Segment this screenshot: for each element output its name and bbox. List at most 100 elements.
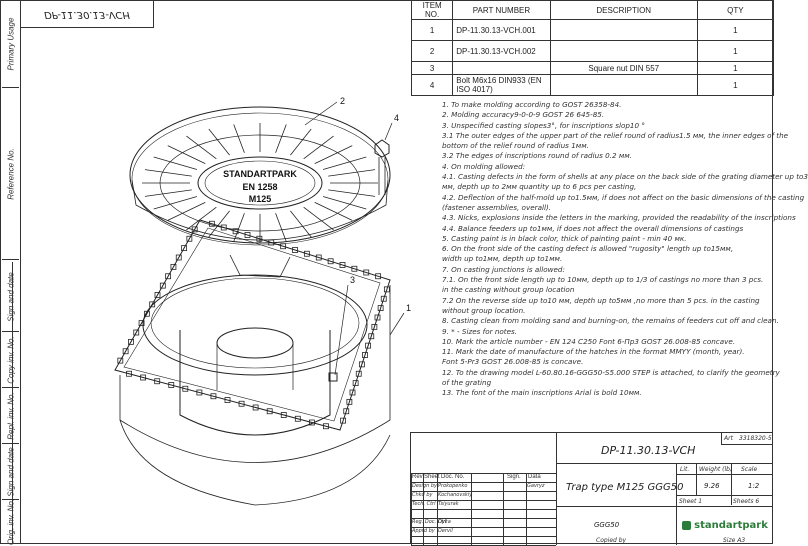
note-line: 3.2 The edges of inscriptions round of r…: [442, 151, 633, 161]
frame-lug: [208, 220, 215, 227]
grate-slot: [328, 169, 376, 177]
frame-lug: [315, 254, 322, 261]
grate-slot: [275, 213, 287, 242]
callout-4: 4: [394, 113, 399, 123]
bom-part: DP-11.30.13-VCH.002: [452, 40, 551, 62]
grate-slot: [186, 206, 217, 231]
frame-lug: [244, 232, 251, 238]
bom-part: DP-11.30.13-VCH.001: [452, 19, 551, 41]
rev-dates-cell: Gavryz: [527, 483, 545, 489]
bom-qty: 1: [696, 40, 775, 62]
frame-lug: [224, 397, 231, 403]
side-label: Sign and date: [6, 446, 15, 497]
rev-roles-cell: Chkd by: [412, 492, 433, 498]
note-line: 7.2 On the reverse side up to10 мм, dept…: [442, 295, 760, 305]
note-line: 4.2. Deflection of the half-mold up to1.…: [442, 192, 805, 202]
frame-lug: [140, 374, 147, 381]
top-left-code: DP-11.30.13-VCH: [44, 8, 130, 20]
frame-lug: [294, 415, 301, 422]
frame-lug: [363, 269, 370, 276]
note-line: 6. On the front side of the casting defe…: [442, 244, 734, 254]
bom-item: 2: [410, 40, 454, 62]
rev-roles-cell: Tech. Ctrl: [412, 501, 436, 507]
note-line: 12. To the drawing model L-60.80.16-GGG5…: [442, 367, 780, 377]
bom-qty: 1: [696, 74, 775, 96]
frame-lug: [346, 398, 353, 405]
bom-qty: 1: [696, 19, 775, 41]
weight-value: 9.26: [704, 482, 720, 490]
rev-header: Rev: [412, 474, 423, 480]
bom-row: 4 Bolt M6x16 DIN933 (EN ISO 4017) 1: [410, 74, 775, 96]
art-label: Art: [724, 435, 733, 442]
grate-slot: [233, 213, 245, 242]
note-line: мм, depth up to 2мм quantity up to 6 pcs…: [442, 182, 637, 192]
side-label: Reference No.: [6, 147, 15, 200]
grate-slot: [144, 189, 192, 197]
note-line: 5. Casting paint is in black color, thic…: [442, 233, 687, 243]
grate-slot: [314, 145, 353, 165]
callout-2: 2: [340, 96, 345, 106]
technical-notes: 1. To make molding according to GOST 263…: [442, 100, 808, 399]
frame-lug: [256, 235, 263, 242]
bom-part: Bolt M6x16 DIN933 (EN ISO 4017): [452, 74, 551, 96]
frame-lug: [377, 305, 384, 312]
frame-lug: [210, 393, 217, 400]
note-line: 3. Unspecified casting slopes3°, for ins…: [442, 120, 645, 130]
logo-mark-icon: [682, 520, 692, 530]
frame-top-outline: [114, 219, 391, 431]
rev-people-cell: Prokopenko: [438, 483, 468, 489]
note-line: 9. * - Sizes for notes.: [442, 326, 518, 336]
frame-lug: [303, 250, 310, 257]
lit-label: Lit.: [680, 466, 690, 473]
note-line: 13. The font of the main inscriptions Ar…: [442, 388, 642, 398]
rev-roles-cell: Design by: [412, 483, 437, 489]
frame-lug: [252, 404, 259, 411]
material: GGG50: [594, 521, 620, 529]
drawing-inner-frame: [20, 0, 773, 544]
sheet: Sheet 1: [679, 498, 703, 505]
side-label: Repl. inv. No.: [6, 391, 15, 440]
grate-slot: [167, 201, 206, 221]
rev-people-cell: Dervil: [438, 528, 453, 534]
scale-value: 1:2: [748, 482, 760, 490]
note-line: 4. On molding allowed:: [442, 161, 526, 171]
frame-lug: [358, 361, 365, 368]
frame-lug: [122, 348, 129, 355]
frame-lug: [238, 400, 245, 407]
rev-roles-cell: Apprd by: [412, 528, 435, 534]
frame-lug: [117, 357, 124, 364]
copied-by: Copied by: [596, 537, 627, 544]
bom-header: PART NUMBER: [452, 0, 551, 20]
grate-slot: [290, 210, 312, 238]
grate-slot: [328, 189, 376, 197]
bom-item: 1: [410, 19, 454, 41]
bom-desc: [549, 74, 698, 96]
frame-lug: [352, 380, 359, 387]
frame-lug: [340, 417, 347, 424]
note-line: 4.4. Balance feeders up to1мм, if does n…: [442, 223, 744, 233]
note-line: 11. Mark the date of manufacture of the …: [442, 347, 745, 357]
side-strip: Primary Usage Reference No. Sign and dat…: [0, 0, 20, 545]
note-line: in the casting without group location: [442, 285, 575, 295]
drawing-code: DP-11.30.13-VCH: [601, 444, 696, 457]
frame-lug: [182, 385, 189, 392]
note-line: 3.1 The outer edges of the upper part of…: [442, 130, 789, 140]
grate-slot: [208, 128, 230, 156]
grate-slot: [275, 124, 287, 153]
note-line: 1. To make molding according to GOST 263…: [442, 100, 622, 109]
weight-label: Weight (lb): [699, 466, 733, 473]
company-logo: standartpark: [681, 515, 769, 535]
frame-lug: [323, 423, 329, 430]
frame-lug: [159, 282, 166, 289]
note-line: 4.1. Casting defects in the form of shel…: [442, 172, 808, 182]
callout-3: 3: [350, 275, 355, 285]
side-cell-reference: Reference No.: [2, 88, 19, 260]
grate-class: M125: [249, 194, 272, 204]
rev-header: Doc. No.: [441, 474, 465, 480]
frame-lug: [380, 295, 387, 302]
drawing-frame: [0, 0, 773, 544]
side-label: Sign and date: [6, 271, 15, 322]
bom-desc: [549, 19, 698, 41]
grate-slot: [290, 128, 312, 156]
